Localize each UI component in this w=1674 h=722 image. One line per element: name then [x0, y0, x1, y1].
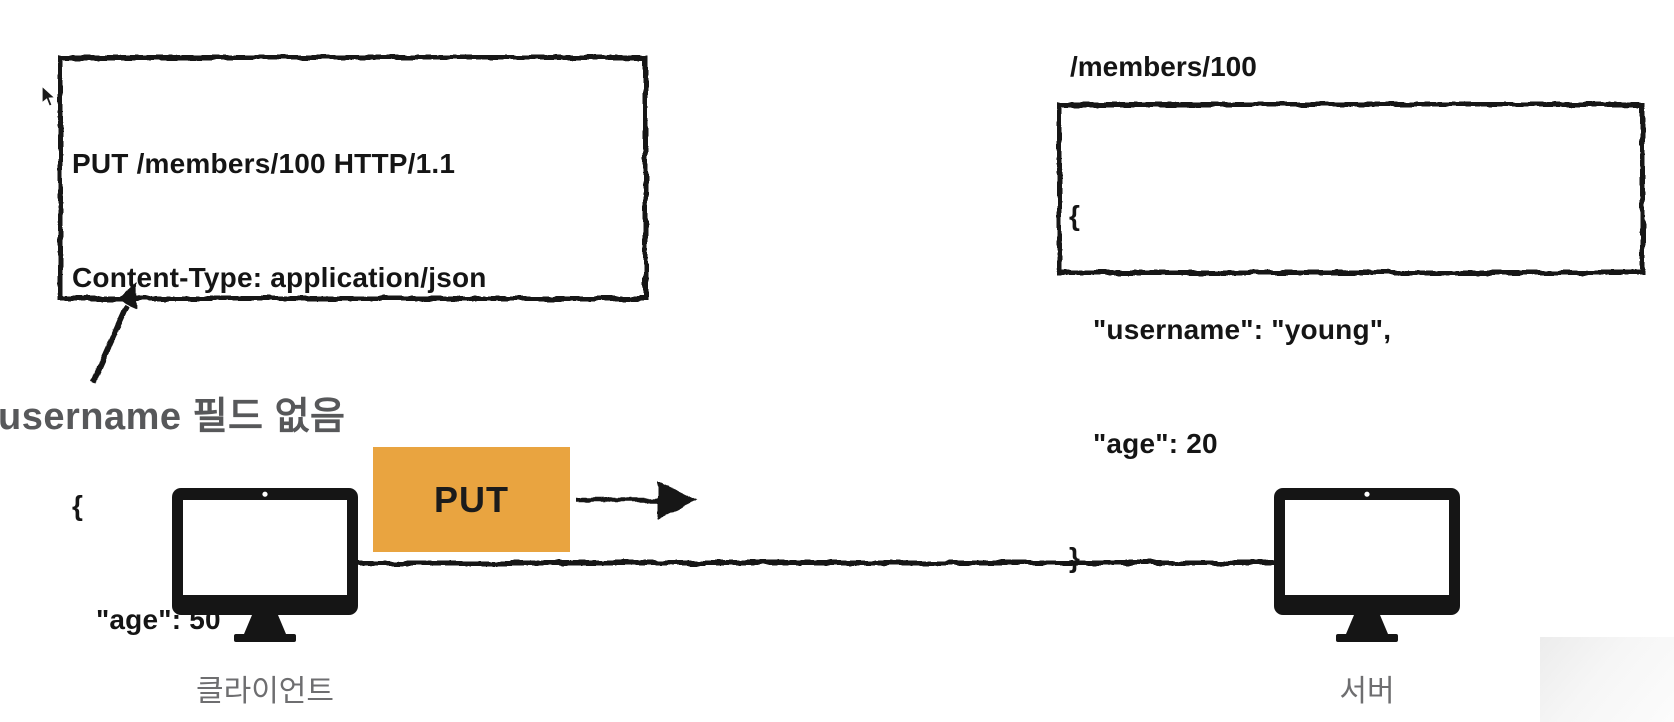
- server-resource-box: { "username": "young", "age": 20 }: [1057, 102, 1645, 573]
- server-resource-code: { "username": "young", "age": 20 }: [1057, 102, 1645, 653]
- resource-path-title: /members/100: [1070, 51, 1257, 82]
- client-computer-icon: [172, 488, 358, 642]
- annotation-arrow-icon: [90, 283, 138, 384]
- transfer-arrow-icon: [577, 481, 697, 519]
- put-method-box: PUT: [373, 447, 570, 552]
- resource-line: {: [1069, 200, 1081, 231]
- connection-line: [358, 560, 1276, 566]
- request-line: }: [72, 715, 648, 722]
- server-label: 서버: [1339, 675, 1395, 708]
- request-box: PUT /members/100 HTTP/1.1 Content-Type: …: [58, 55, 648, 722]
- request-line: {: [72, 490, 84, 521]
- mouse-cursor-icon: [41, 85, 57, 107]
- annotation-text: username 필드 없음: [0, 396, 346, 438]
- request-line: Content-Type: application/json: [72, 262, 487, 293]
- resource-line: "age": 20: [1069, 428, 1218, 459]
- resource-line: "username": "young",: [1069, 314, 1392, 345]
- request-line: "age": 50: [72, 604, 221, 635]
- resource-line: }: [1069, 542, 1081, 573]
- server-computer-icon: [1274, 488, 1460, 642]
- put-method-label: PUT: [434, 478, 509, 520]
- client-label: 클라이언트: [196, 675, 334, 708]
- corner-watermark: [1540, 637, 1674, 722]
- request-code: PUT /members/100 HTTP/1.1 Content-Type: …: [58, 55, 648, 722]
- request-line: PUT /members/100 HTTP/1.1: [72, 148, 456, 179]
